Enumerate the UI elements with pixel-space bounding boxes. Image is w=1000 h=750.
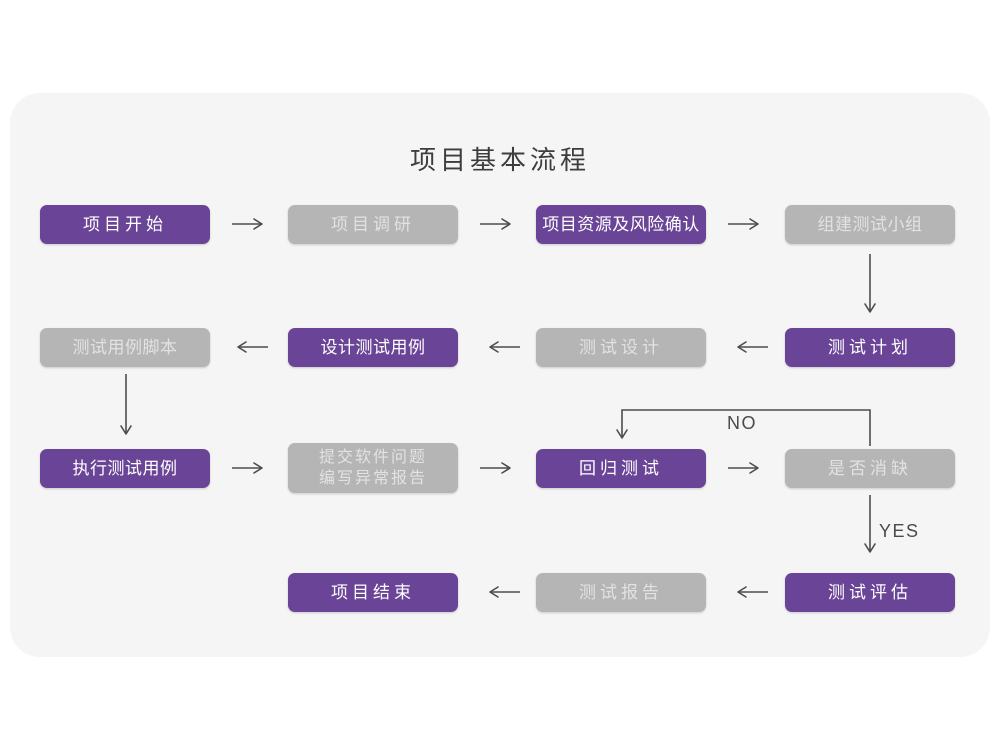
node-regression-test: 回归测试 [536, 449, 706, 488]
node-test-design: 测试设计 [536, 328, 706, 367]
node-build-test-team: 组建测试小组 [785, 205, 955, 244]
flowchart-card [10, 93, 990, 657]
node-submit-issues-report: 提交软件问题 编写异常报告 [288, 443, 458, 493]
node-project-resources-risk: 项目资源及风险确认 [536, 205, 706, 244]
yes-branch-label: YES [879, 521, 920, 541]
node-test-report: 测试报告 [536, 573, 706, 612]
node-design-test-cases: 设计测试用例 [288, 328, 458, 367]
node-execute-test-cases: 执行测试用例 [40, 449, 210, 488]
node-project-start: 项目开始 [40, 205, 210, 244]
node-test-evaluation: 测试评估 [785, 573, 955, 612]
node-test-plan: 测试计划 [785, 328, 955, 367]
node-project-end: 项目结束 [288, 573, 458, 612]
page-title: 项目基本流程 [409, 145, 590, 175]
node-test-case-scripts: 测试用例脚本 [40, 328, 210, 367]
no-branch-label: NO [727, 413, 757, 433]
node-defect-cleared-decision: 是否消缺 [785, 449, 955, 488]
node-project-research: 项目调研 [288, 205, 458, 244]
